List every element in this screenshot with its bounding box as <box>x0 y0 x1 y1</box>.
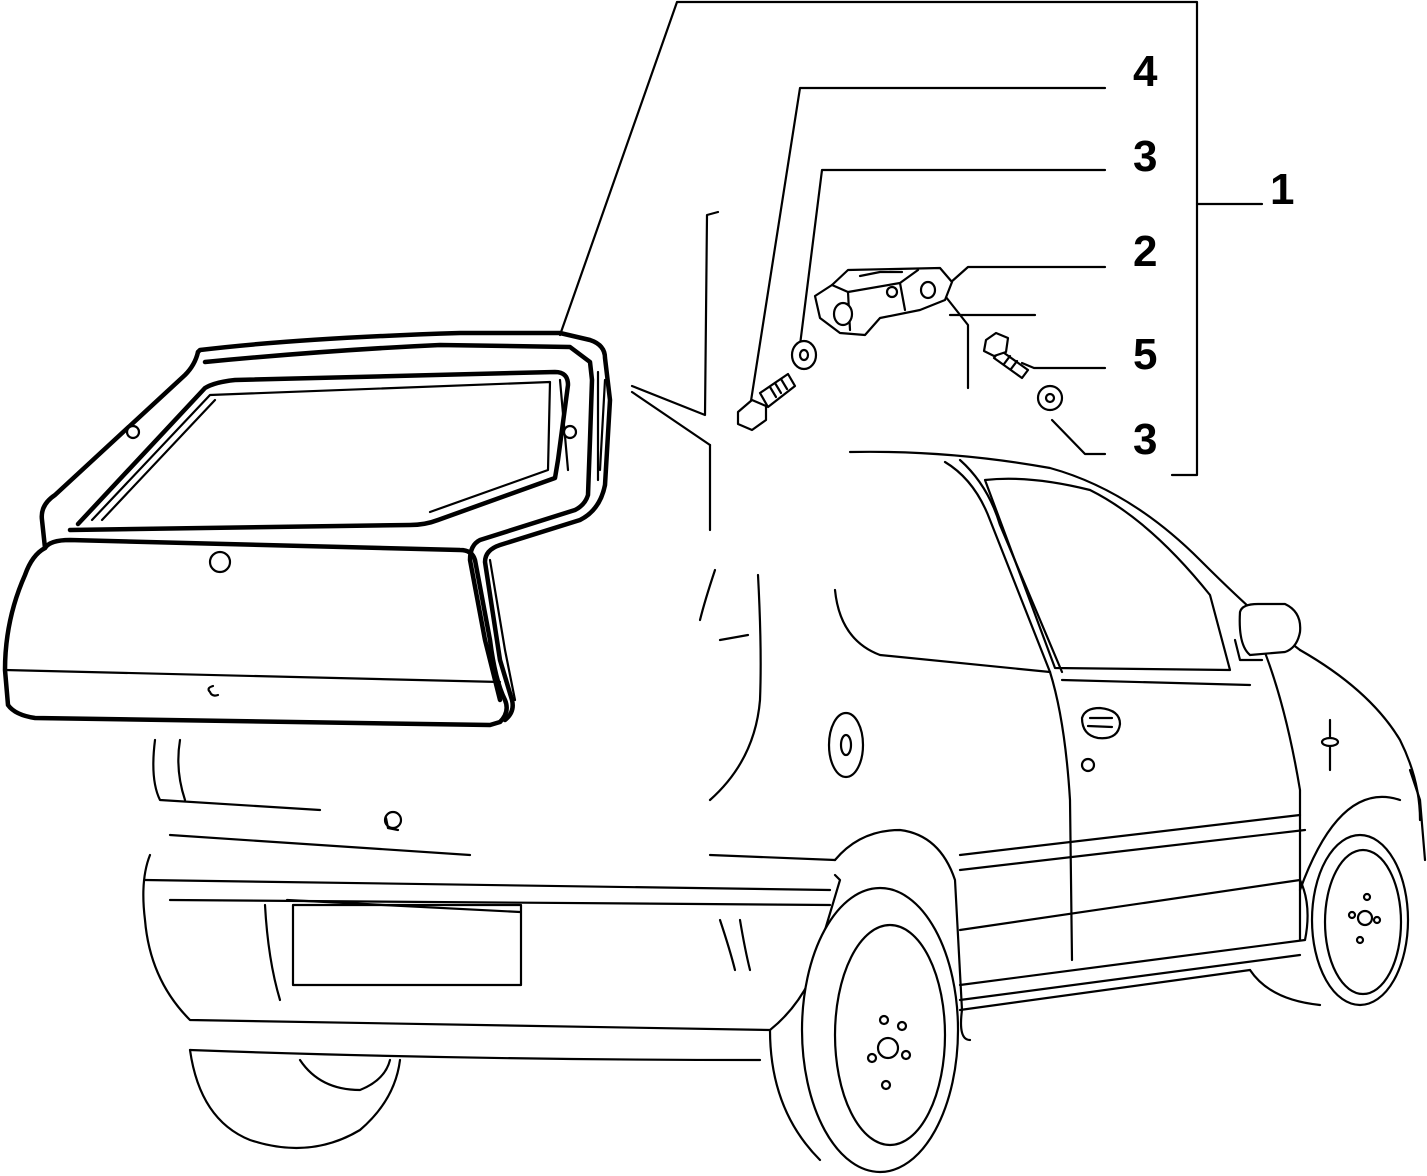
car-body <box>142 210 1427 1174</box>
callout-1: 1 <box>1270 165 1295 214</box>
washer-3-upper <box>790 339 818 371</box>
callout-5: 5 <box>1133 330 1158 379</box>
tailgate-hinge <box>813 266 954 337</box>
callout-2: 2 <box>1133 227 1158 276</box>
leader-lines <box>558 0 1264 477</box>
callout-3-upper: 3 <box>1133 132 1158 181</box>
bolt-4 <box>736 372 797 432</box>
washer-3-lower <box>1036 384 1064 412</box>
callout-4: 4 <box>1133 47 1158 96</box>
callout-3-lower: 3 <box>1133 415 1158 464</box>
tailgate <box>2 330 613 728</box>
bolt-5 <box>982 331 1030 380</box>
